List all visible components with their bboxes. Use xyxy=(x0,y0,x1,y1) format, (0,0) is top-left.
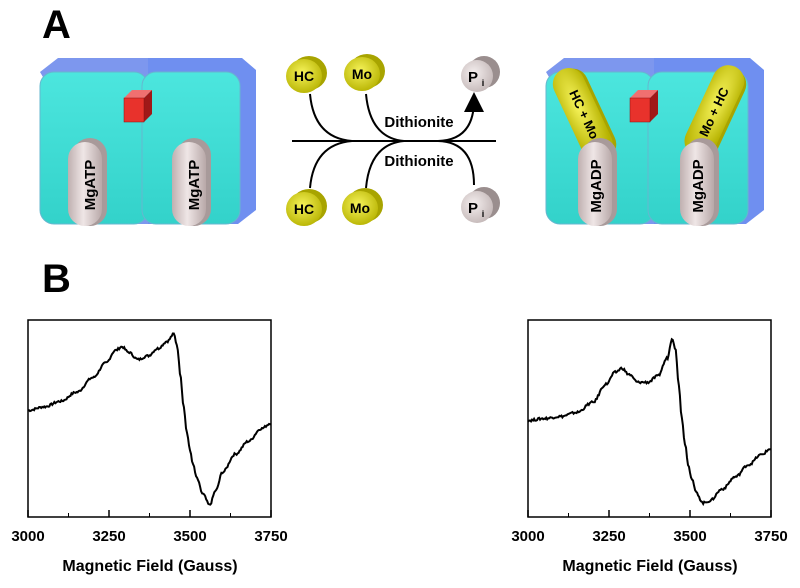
mo-top-label: Mo xyxy=(352,66,372,82)
pi-top-subscript: i xyxy=(482,78,485,88)
x-tick-label: 3500 xyxy=(173,528,206,545)
left-pill-mgatp-1: MgATP xyxy=(68,138,107,226)
x-tick-label: 3750 xyxy=(754,528,787,545)
hc-top-label: HC xyxy=(294,68,314,84)
pi-bottom-label: P xyxy=(468,200,478,217)
plot-right-xlabel: Magnetic Field (Gauss) xyxy=(562,558,737,575)
right-protein: HC + Mo Mo + HC MgADP MgADP xyxy=(545,58,764,226)
left-protein-cube xyxy=(123,90,152,123)
epr-spectrum-right: 3000 3250 3500 3750 Magnetic Field (Gauss) xyxy=(511,319,788,575)
left-pill-1-label: MgATP xyxy=(82,160,99,211)
epr-spectrum-left: 3000 3250 3500 3750 Magnetic Field (Gauss) xyxy=(11,319,288,575)
right-band-left: HC + Mo xyxy=(552,68,617,161)
panel-b-label: B xyxy=(42,257,71,301)
mo-bottom-ball: Mo xyxy=(342,188,383,225)
plot-left-frame xyxy=(27,319,272,518)
x-tick-label: 3250 xyxy=(592,528,625,545)
x-tick-label: 3000 xyxy=(11,528,44,545)
right-protein-cube xyxy=(629,90,658,123)
reaction-scheme: HC Mo HC Mo Dithionite Dithionite xyxy=(286,54,500,226)
mo-bottom-label: Mo xyxy=(350,200,370,216)
right-pill-mgadp-2: MgADP xyxy=(680,138,719,226)
pi-bottom-ball: P i xyxy=(461,187,500,223)
left-protein: MgATP MgATP xyxy=(39,58,256,226)
x-tick-label: 3000 xyxy=(511,528,544,545)
pi-bottom-subscript: i xyxy=(482,209,485,219)
right-pill-2-label: MgADP xyxy=(690,159,707,212)
plot-left-xlabel: Magnetic Field (Gauss) xyxy=(62,558,237,575)
hc-bottom-label: HC xyxy=(294,201,314,217)
curve-hc-bottom xyxy=(309,140,353,189)
spectrum-left-line xyxy=(27,332,272,506)
x-tick-label: 3500 xyxy=(673,528,706,545)
curve-mo-top xyxy=(365,93,405,142)
hc-bottom-ball: HC xyxy=(286,189,327,226)
panel-a-label: A xyxy=(42,3,71,47)
left-pill-mgatp-2: MgATP xyxy=(172,138,211,226)
dithionite-bottom-label: Dithionite xyxy=(384,153,453,170)
dithionite-top-label: Dithionite xyxy=(384,114,453,131)
pi-top-ball: P i xyxy=(461,56,500,92)
arrow-to-pi-top xyxy=(437,92,484,142)
x-tick-label: 3250 xyxy=(92,528,125,545)
hc-top-ball: HC xyxy=(286,56,327,93)
pi-top-label: P xyxy=(468,69,478,86)
plot-right-frame xyxy=(527,319,772,518)
x-tick-label: 3750 xyxy=(254,528,287,545)
left-pill-2-label: MgATP xyxy=(186,160,203,211)
curve-mo-bottom xyxy=(365,140,405,189)
curve-to-pi-bottom xyxy=(437,140,475,186)
spectrum-right-line xyxy=(527,337,772,507)
curve-hc-top xyxy=(309,93,353,142)
right-pill-1-label: MgADP xyxy=(588,159,605,212)
right-pill-mgadp-1: MgADP xyxy=(578,138,617,226)
mo-top-ball: Mo xyxy=(344,54,385,91)
